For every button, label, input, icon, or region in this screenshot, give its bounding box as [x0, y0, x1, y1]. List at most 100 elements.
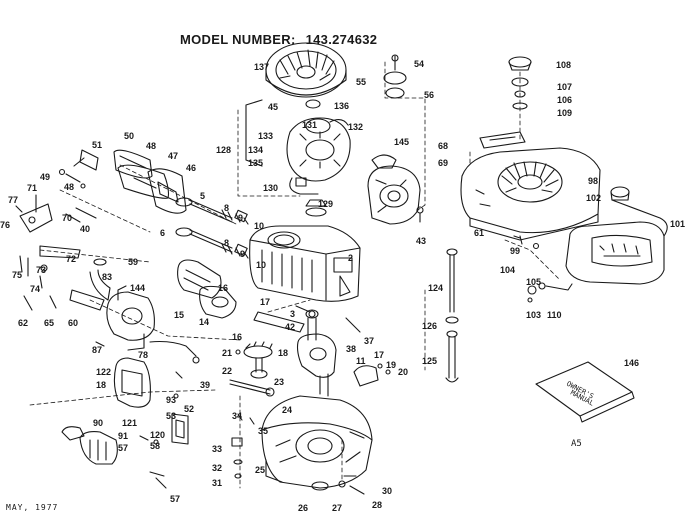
- part-callout-21: 21: [222, 348, 232, 358]
- part-callout-55: 55: [356, 77, 366, 87]
- throttle-wire: [95, 340, 200, 364]
- part-callout-87: 87: [92, 345, 102, 355]
- intake-gaskets: [177, 259, 237, 319]
- part-callout-25: 25: [255, 465, 265, 475]
- part-callout-40: 40: [80, 224, 90, 234]
- part-callout-101: 101: [670, 219, 685, 229]
- part-callout-33: 33: [212, 444, 222, 454]
- part-callout-62: 62: [18, 318, 28, 328]
- part-callout-10: 10: [254, 221, 264, 231]
- starter-cup-and-screw: [383, 54, 407, 99]
- part-callout-124: 124: [428, 283, 443, 293]
- model-number-value: 143.274632: [305, 32, 378, 47]
- muffler: [113, 357, 151, 408]
- part-callout-91: 91: [118, 431, 128, 441]
- part-callout-43: 43: [416, 236, 426, 246]
- camshaft: [235, 341, 273, 379]
- part-callout-109: 109: [557, 108, 572, 118]
- recoil-starter: [367, 154, 421, 225]
- valve-assembly: [175, 197, 249, 259]
- part-callout-3: 3: [290, 309, 295, 319]
- part-callout-16: 16: [218, 283, 228, 293]
- governor-link: [19, 245, 81, 289]
- part-callout-50: 50: [124, 131, 134, 141]
- part-callout-15: 15: [174, 310, 184, 320]
- part-callout-8: 8: [224, 238, 229, 248]
- part-callout-28: 28: [372, 500, 382, 510]
- crankcase-base: [261, 395, 373, 489]
- part-callout-9: 9: [238, 213, 243, 223]
- part-callout-48: 48: [146, 141, 156, 151]
- part-callout-70: 70: [62, 213, 72, 223]
- part-callout-57: 57: [118, 443, 128, 453]
- part-callout-23: 23: [274, 377, 284, 387]
- part-callout-51: 51: [92, 140, 102, 150]
- part-callout-30: 30: [382, 486, 392, 496]
- part-callout-137: 137: [254, 62, 269, 72]
- part-callout-93: 93: [166, 395, 176, 405]
- part-callout-53: 53: [166, 411, 176, 421]
- part-callout-17: 17: [374, 350, 384, 360]
- part-callout-69: 69: [438, 158, 448, 168]
- part-callout-130: 130: [263, 183, 278, 193]
- model-number-title: MODEL NUMBER: 143.274632: [180, 32, 387, 47]
- blower-housing: [460, 147, 601, 241]
- part-callout-74: 74: [30, 284, 40, 294]
- part-callout-27: 27: [332, 503, 342, 513]
- figure-code: A5: [571, 439, 582, 449]
- part-callout-121: 121: [122, 418, 137, 428]
- part-callout-125: 125: [422, 356, 437, 366]
- fan-retainer-stack: [508, 56, 532, 110]
- part-callout-11: 11: [356, 356, 366, 366]
- model-number-label: MODEL NUMBER:: [180, 32, 296, 47]
- part-callout-38: 38: [346, 344, 356, 354]
- part-callout-6: 6: [160, 228, 165, 238]
- owners-manual-booklet: OWNER'S MANUAL: [535, 361, 635, 423]
- part-callout-9: 9: [240, 249, 245, 259]
- part-callout-19: 19: [386, 360, 396, 370]
- exhaust-gasket-and-plate: [171, 371, 243, 445]
- part-callout-104: 104: [500, 265, 515, 275]
- fuel-filter-assembly: [61, 426, 165, 477]
- fuel-pipe-parts: [23, 258, 111, 311]
- part-callout-135: 135: [248, 158, 263, 168]
- housing-screws: [416, 206, 540, 250]
- crankshaft: [296, 309, 361, 397]
- part-callout-146: 146: [624, 358, 639, 368]
- part-callout-59: 59: [128, 257, 138, 267]
- part-callout-5: 5: [200, 191, 205, 201]
- part-callout-131: 131: [302, 120, 317, 130]
- part-callout-61: 61: [474, 228, 484, 238]
- part-callout-49: 49: [40, 172, 50, 182]
- part-callout-78: 78: [138, 350, 148, 360]
- part-callout-45: 45: [268, 102, 278, 112]
- part-callout-90: 90: [93, 418, 103, 428]
- choke-linkage: [527, 282, 573, 303]
- part-callout-98: 98: [588, 176, 598, 186]
- part-callout-83: 83: [102, 272, 112, 282]
- part-callout-20: 20: [398, 367, 408, 377]
- part-callout-22: 22: [222, 366, 232, 376]
- part-callout-122: 122: [96, 367, 111, 377]
- base-seals-and-plug: [311, 475, 365, 495]
- part-callout-110: 110: [547, 310, 562, 320]
- part-callout-132: 132: [348, 122, 363, 132]
- carburetor: [106, 285, 155, 351]
- part-callout-42: 42: [285, 322, 295, 332]
- part-callout-14: 14: [199, 317, 209, 327]
- part-callout-107: 107: [557, 82, 572, 92]
- flywheel: [265, 42, 347, 98]
- air-cleaner-parts: [58, 149, 187, 214]
- revision-date: MAY, 1977: [6, 503, 59, 512]
- part-callout-73: 73: [36, 265, 46, 275]
- dipstick-and-tube: [445, 248, 459, 383]
- part-callout-134: 134: [248, 145, 263, 155]
- part-callout-129: 129: [318, 199, 333, 209]
- part-callout-106: 106: [557, 95, 572, 105]
- part-callout-144: 144: [130, 283, 145, 293]
- part-callout-103: 103: [526, 310, 541, 320]
- part-callout-58: 58: [150, 441, 160, 451]
- rod-cap: [353, 363, 391, 387]
